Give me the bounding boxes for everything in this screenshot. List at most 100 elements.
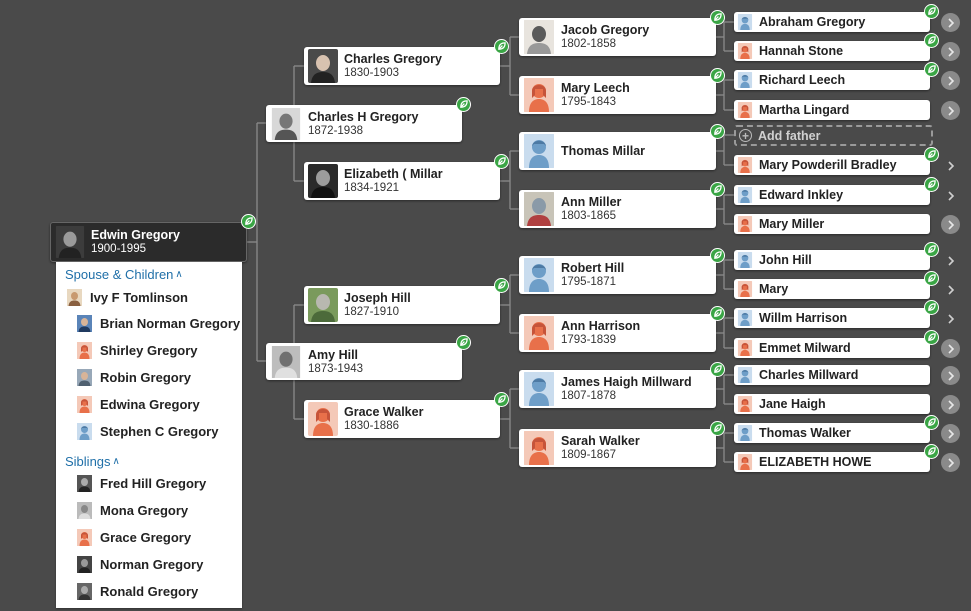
- person-card[interactable]: Charles Millward: [734, 365, 930, 385]
- hint-leaf-icon[interactable]: [924, 330, 939, 345]
- hint-leaf-icon[interactable]: [924, 4, 939, 19]
- family-member-row[interactable]: Stephen C Gregory: [76, 423, 218, 440]
- hint-leaf-icon[interactable]: [241, 214, 256, 229]
- hint-leaf-icon[interactable]: [924, 147, 939, 162]
- family-member-row[interactable]: Grace Gregory: [76, 529, 191, 546]
- family-member-name: Robin Gregory: [100, 370, 192, 385]
- expand-ancestors-arrow-icon[interactable]: [941, 395, 960, 414]
- family-member-name: Edwina Gregory: [100, 397, 200, 412]
- hint-leaf-icon[interactable]: [710, 421, 725, 436]
- expand-ancestors-arrow-icon[interactable]: [941, 309, 960, 328]
- hint-leaf-icon[interactable]: [710, 10, 725, 25]
- person-card[interactable]: Thomas Millar: [519, 132, 716, 170]
- hint-leaf-icon[interactable]: [924, 177, 939, 192]
- expand-ancestors-arrow-icon[interactable]: [941, 101, 960, 120]
- add-father-label: Add father: [758, 128, 821, 143]
- family-member-row[interactable]: Norman Gregory: [76, 556, 203, 573]
- person-name: Mary: [759, 282, 789, 296]
- male-silhouette-icon: [76, 423, 93, 440]
- hint-leaf-icon[interactable]: [924, 415, 939, 430]
- person-photo: [55, 226, 85, 258]
- person-photo: [523, 192, 555, 226]
- male-silhouette-icon: [737, 310, 753, 326]
- person-card[interactable]: Mary Powderill Bradley: [734, 155, 930, 175]
- siblings-toggle[interactable]: Siblings ∧: [65, 454, 120, 469]
- expand-ancestors-arrow-icon[interactable]: [941, 13, 960, 32]
- person-card[interactable]: Willm Harrison: [734, 308, 930, 328]
- add-father-button[interactable]: +Add father: [734, 125, 933, 146]
- hint-leaf-icon[interactable]: [494, 392, 509, 407]
- expand-ancestors-arrow-icon[interactable]: [941, 42, 960, 61]
- person-card[interactable]: Jane Haigh: [734, 394, 930, 414]
- hint-leaf-icon[interactable]: [710, 182, 725, 197]
- hint-leaf-icon[interactable]: [924, 271, 939, 286]
- family-member-row[interactable]: Ronald Gregory: [76, 583, 198, 600]
- person-card[interactable]: Abraham Gregory: [734, 12, 930, 32]
- hint-leaf-icon[interactable]: [456, 335, 471, 350]
- person-card[interactable]: Hannah Stone: [734, 41, 930, 61]
- person-photo: [76, 369, 93, 386]
- hint-leaf-icon[interactable]: [710, 124, 725, 139]
- family-member-row[interactable]: Mona Gregory: [76, 502, 188, 519]
- hint-leaf-icon[interactable]: [924, 33, 939, 48]
- expand-ancestors-arrow-icon[interactable]: [941, 251, 960, 270]
- person-card[interactable]: Mary Miller: [734, 214, 930, 234]
- person-name: Mary Leech: [561, 81, 630, 95]
- spouse-children-toggle[interactable]: Spouse & Children ∧: [65, 267, 183, 282]
- hint-leaf-icon[interactable]: [710, 248, 725, 263]
- expand-ancestors-arrow-icon[interactable]: [941, 186, 960, 205]
- hint-leaf-icon[interactable]: [456, 97, 471, 112]
- family-member-name: Mona Gregory: [100, 503, 189, 518]
- person-card[interactable]: Martha Lingard: [734, 100, 930, 120]
- hint-leaf-icon[interactable]: [710, 306, 725, 321]
- expand-ancestors-arrow-icon[interactable]: [941, 156, 960, 175]
- expand-ancestors-arrow-icon[interactable]: [941, 215, 960, 234]
- person-card[interactable]: ELIZABETH HOWE: [734, 452, 930, 472]
- spouse-row[interactable]: Ivy F Tomlinson: [66, 289, 188, 306]
- hint-leaf-icon[interactable]: [494, 154, 509, 169]
- family-member-row[interactable]: Edwina Gregory: [76, 396, 200, 413]
- person-name: Robert Hill: [561, 261, 625, 275]
- family-member-row[interactable]: Fred Hill Gregory: [76, 475, 206, 492]
- expand-ancestors-arrow-icon[interactable]: [941, 280, 960, 299]
- female-silhouette-icon: [737, 340, 753, 356]
- hint-leaf-icon[interactable]: [710, 68, 725, 83]
- expand-ancestors-arrow-icon[interactable]: [941, 453, 960, 472]
- hint-leaf-icon[interactable]: [924, 444, 939, 459]
- expand-ancestors-arrow-icon[interactable]: [941, 71, 960, 90]
- person-dates: 1830-1903: [344, 67, 399, 79]
- hint-leaf-icon[interactable]: [924, 242, 939, 257]
- hint-leaf-icon[interactable]: [710, 362, 725, 377]
- family-member-row[interactable]: Shirley Gregory: [76, 342, 198, 359]
- hint-leaf-icon[interactable]: [924, 300, 939, 315]
- expand-ancestors-arrow-icon[interactable]: [941, 339, 960, 358]
- family-member-row[interactable]: Robin Gregory: [76, 369, 191, 386]
- expand-ancestors-arrow-icon[interactable]: [941, 366, 960, 385]
- expand-ancestors-arrow-icon[interactable]: [941, 424, 960, 443]
- hint-leaf-icon[interactable]: [494, 39, 509, 54]
- person-card[interactable]: Emmet Milward: [734, 338, 930, 358]
- person-card[interactable]: Richard Leech: [734, 70, 930, 90]
- person-card[interactable]: Mary: [734, 279, 930, 299]
- family-member-row[interactable]: Brian Norman Gregory: [76, 315, 240, 332]
- person-card[interactable]: Thomas Walker: [734, 423, 930, 443]
- person-card[interactable]: Edward Inkley: [734, 185, 930, 205]
- hint-leaf-icon[interactable]: [924, 62, 939, 77]
- person-card[interactable]: John Hill: [734, 250, 930, 270]
- hint-leaf-icon[interactable]: [494, 278, 509, 293]
